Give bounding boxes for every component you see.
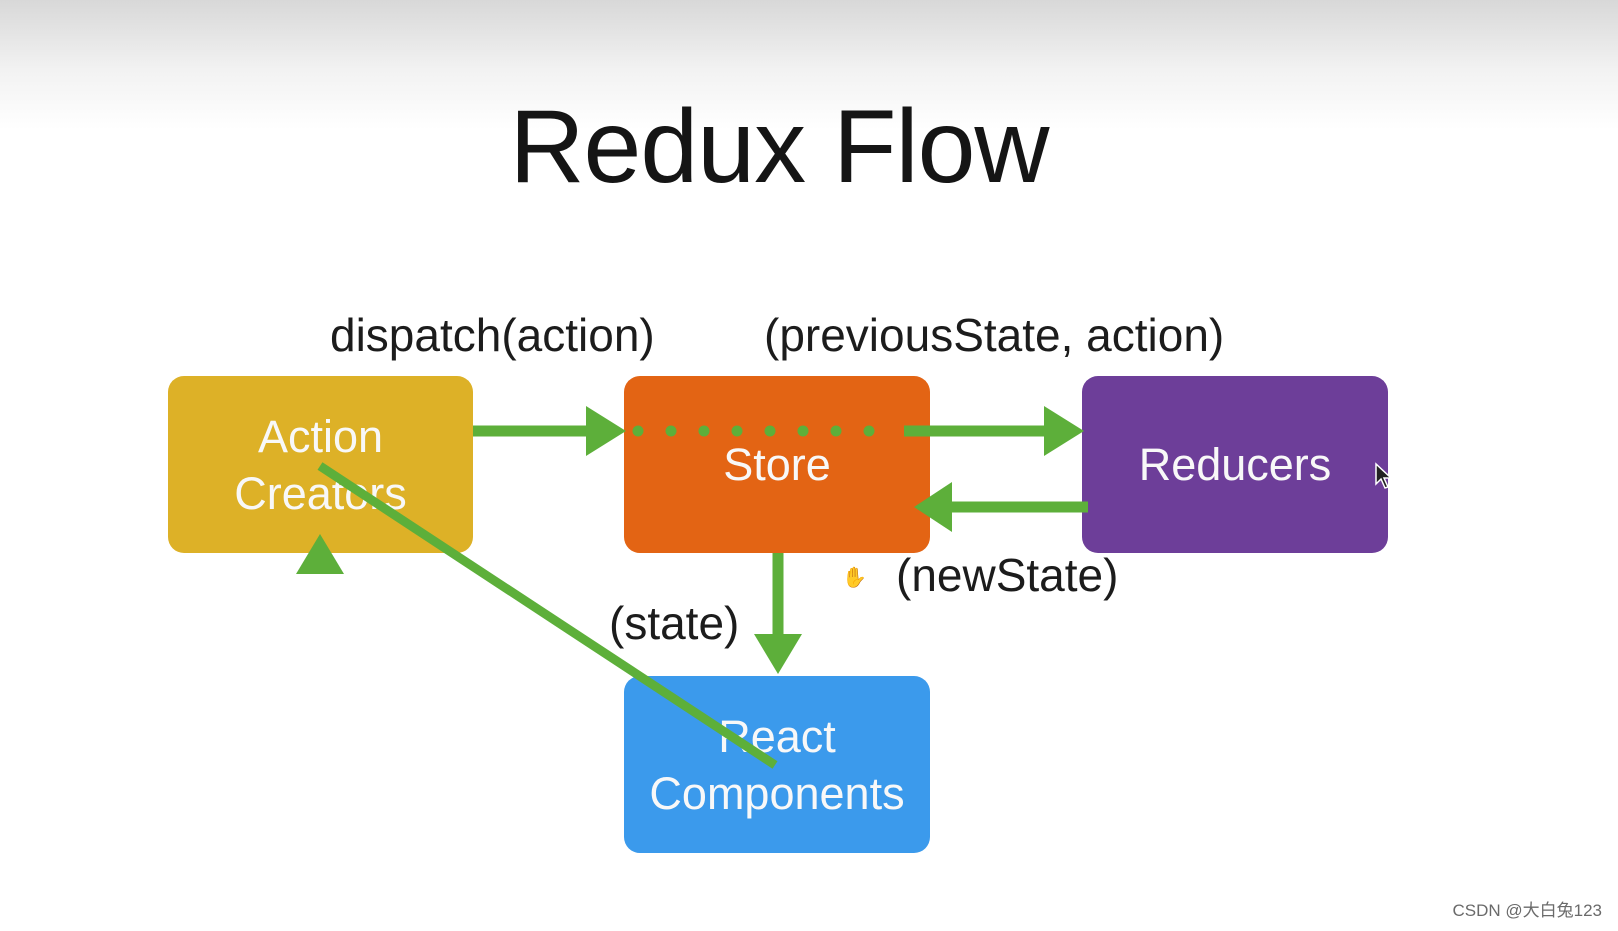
action-creators-label: Action Creators	[234, 410, 407, 519]
arrow-dispatch-head	[586, 406, 626, 456]
arrow-feedback-head	[296, 534, 344, 574]
dispatch-label: dispatch(action)	[330, 309, 655, 361]
react-components-box: React Components	[624, 676, 930, 853]
hand-cursor-icon: ✋	[842, 567, 867, 589]
state-label: (state)	[609, 597, 740, 649]
arrow-state-head	[754, 634, 802, 674]
previous-state-label: (previousState, action)	[764, 309, 1225, 361]
bottom-band	[0, 897, 1618, 931]
action-creators-box: Action Creators	[168, 376, 473, 553]
reducers-label: Reducers	[1138, 439, 1332, 490]
arrow-feedback	[317, 462, 778, 769]
pointer-cursor-icon	[1375, 462, 1393, 489]
arrow-new-state-head	[914, 482, 952, 532]
arrow-previous-state-head	[1044, 406, 1084, 456]
watermark: CSDN @大白兔123	[1452, 901, 1602, 920]
slide-title: Redux Flow	[509, 89, 1049, 205]
reducers-box: Reducers	[1082, 376, 1388, 553]
store-label: Store	[723, 439, 831, 490]
new-state-label: (newState)	[896, 549, 1119, 601]
react-components-label: React Components	[649, 710, 905, 819]
store-box: Store	[624, 376, 930, 553]
store-dotted-line	[632, 425, 875, 437]
